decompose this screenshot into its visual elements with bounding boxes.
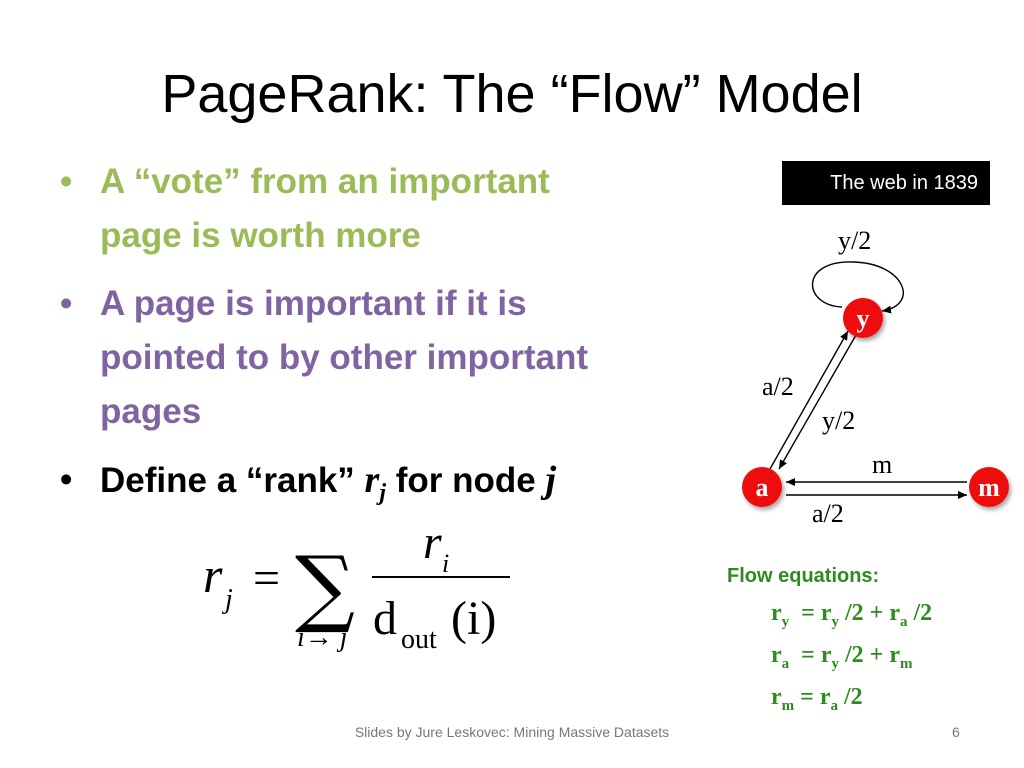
page-number: 6	[952, 724, 960, 740]
formula-lhs-r: r	[203, 547, 223, 603]
formula-sum: ∑	[295, 538, 355, 636]
edge-label-y-to-a: y/2	[822, 406, 855, 435]
node-a	[742, 467, 782, 507]
node-m-label: m	[978, 473, 1000, 502]
formula-lhs-subscript: j	[222, 584, 233, 615]
edge-label-self-y: y/2	[838, 226, 871, 255]
bullet-text-line: pointed to by other important	[100, 338, 589, 377]
bullet-text-line: pages	[100, 392, 202, 431]
formula-den-subscript: out	[401, 624, 437, 655]
formula-den-arg: (i)	[451, 592, 496, 645]
node-m	[969, 467, 1009, 507]
node-y	[843, 298, 883, 338]
edge-label-m-to-a: m	[872, 450, 892, 479]
bullet-text-line: A page is important if it is	[100, 284, 527, 323]
bullet-text-line: page is worth more	[100, 216, 421, 255]
bullet-dot: •	[60, 284, 73, 323]
bullet-vote: • A “vote” from an important page is wor…	[60, 155, 700, 263]
web-label: The web in 1839	[830, 172, 978, 194]
rank-var-r: r	[364, 459, 380, 501]
bullet-text: for node	[386, 461, 546, 500]
edge-label-a-to-y: a/2	[762, 372, 794, 401]
bullet-list: • A “vote” from an important page is wor…	[60, 155, 700, 534]
pagerank-formula: r j = ∑ i→ j r i d out (i)	[203, 520, 510, 655]
edge-a-to-y	[769, 330, 849, 470]
bullet-text: Define a “rank”	[100, 461, 365, 500]
formula-num-r: r	[423, 520, 442, 569]
bullet-dot: •	[60, 162, 73, 201]
bullet-important: • A page is important if it is pointed t…	[60, 277, 700, 439]
slide-footer: Slides by Jure Leskovec: Mining Massive …	[354, 724, 670, 740]
node-var-j: j	[545, 459, 557, 501]
slide-title: PageRank: The “Flow” Model	[161, 64, 863, 124]
bullet-text-line: A “vote” from an important	[100, 162, 550, 201]
formula-den-d: d	[373, 592, 397, 645]
formula-num-subscript: i	[442, 549, 449, 578]
formula-equals: =	[253, 552, 280, 605]
rank-var-subscript: j	[379, 480, 387, 506]
bullet-dot: •	[60, 460, 73, 499]
flow-equation-a: ra = ry /2 + rm	[771, 642, 913, 672]
edge-y-to-a	[778, 334, 857, 470]
flow-equations-title: Flow equations:	[727, 565, 880, 587]
node-a-label: a	[756, 473, 769, 502]
flow-equation-m: rm = ra /2	[771, 684, 863, 714]
edge-self-loop-y	[811, 261, 904, 314]
flow-equation-y: ry = ry /2 + ra /2	[771, 600, 933, 630]
web-label-box: The web in 1839	[782, 161, 990, 205]
flow-equations: Flow equations: ry = ry /2 + ra /2 ra = …	[727, 562, 1017, 714]
edge-label-a-to-m: a/2	[812, 499, 844, 528]
web-graph: y/2 a/2 y/2 m a/2 y a m	[742, 226, 1009, 528]
formula-sum-index: i→ j	[297, 622, 348, 653]
bullet-define-rank: • Define a “rank” rj for node j	[60, 453, 700, 520]
node-y-label: y	[857, 304, 870, 333]
